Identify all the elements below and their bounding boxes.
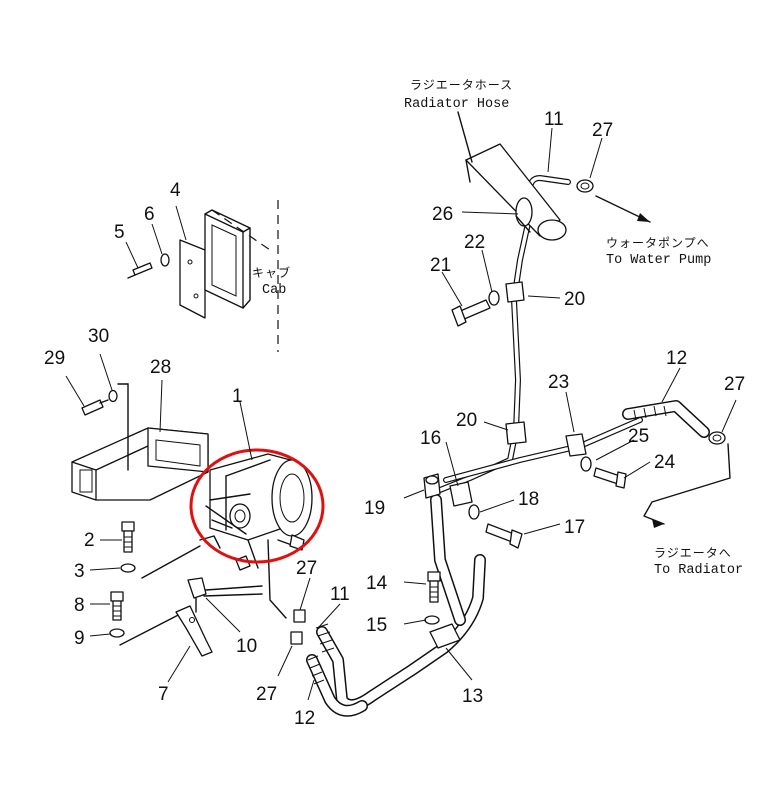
- radiator-return-tube: [443, 400, 710, 483]
- washer-part-25: [580, 456, 592, 472]
- arrow-to-water-pump: [595, 195, 651, 223]
- callout-11-top: 11: [544, 109, 564, 130]
- callout-1: 1: [232, 386, 243, 407]
- cab-label-en: Cab: [262, 283, 286, 298]
- callout-25: 25: [628, 426, 649, 447]
- washer-part-15: [424, 615, 440, 625]
- callout-2: 2: [84, 530, 95, 551]
- arrow-to-radiator: [643, 443, 731, 528]
- clamp-part-13: [429, 623, 461, 649]
- clip-part-27-top: [576, 179, 594, 193]
- grommet-part-19: [423, 473, 441, 499]
- callout-11-bottom: 11: [330, 584, 350, 605]
- water-pump-label-en: To Water Pump: [606, 253, 711, 268]
- bolt-part-8: [110, 591, 124, 621]
- radiator-hose-label-en: Radiator Hose: [404, 97, 509, 112]
- callout-10: 10: [236, 636, 257, 657]
- callout-7: 7: [158, 684, 169, 705]
- washer-part-30: [108, 389, 118, 403]
- bracket-part-7: [175, 605, 213, 657]
- bolt-part-29: [81, 399, 109, 416]
- callout-18: 18: [518, 489, 539, 510]
- washer-part-9: [109, 609, 189, 646]
- callout-6: 6: [144, 204, 155, 225]
- callout-4: 4: [170, 180, 181, 201]
- cab-panel-part-4: [179, 200, 279, 352]
- heater-unit-part-1: [199, 453, 313, 619]
- callout-27-top: 27: [592, 120, 613, 141]
- washer-part-18: [468, 504, 480, 520]
- callout-30: 30: [88, 326, 109, 347]
- callout-12-right: 12: [666, 348, 687, 369]
- callout-17: 17: [564, 517, 585, 538]
- clamp-part-16: [449, 481, 473, 507]
- clamp-part-10: [187, 577, 263, 613]
- radiator-hose-label-jp: ラジエータホース: [410, 78, 513, 92]
- clamp-part-20-mid: [505, 421, 527, 445]
- clamp-part-20-top: [505, 281, 525, 303]
- washer-part-6: [160, 253, 170, 267]
- callout-14: 14: [366, 573, 388, 594]
- callout-26: 26: [432, 204, 453, 225]
- arrow-radiator-hose: [457, 111, 473, 163]
- callout-27-mid: 27: [296, 558, 317, 579]
- callout-8: 8: [74, 595, 85, 616]
- bolt-part-14: [427, 571, 441, 603]
- callout-22: 22: [464, 232, 485, 253]
- clip-part-27-right: [708, 431, 726, 445]
- highlight-circle: [189, 448, 325, 564]
- callout-15: 15: [366, 615, 387, 636]
- callout-3: 3: [74, 561, 85, 582]
- water-pump-label-jp: ウォータポンプへ: [606, 236, 710, 250]
- callout-29: 29: [44, 348, 65, 369]
- callout-5: 5: [114, 222, 125, 243]
- callout-20-mid: 20: [456, 410, 477, 431]
- clip-parts-27-lower: [290, 609, 306, 645]
- callout-13: 13: [462, 686, 483, 707]
- leader-lines: [65, 127, 737, 701]
- bolt-part-21: [451, 299, 491, 327]
- callout-21: 21: [430, 255, 451, 276]
- callout-23: 23: [548, 372, 569, 393]
- callout-24: 24: [654, 452, 676, 473]
- callout-20-top: 20: [564, 289, 585, 310]
- callout-19: 19: [364, 498, 385, 519]
- callout-27-low: 27: [256, 684, 277, 705]
- clamp-part-23: [565, 433, 587, 457]
- bolt-part-17: [485, 523, 523, 549]
- callout-12-bottom: 12: [294, 708, 315, 729]
- radiator-label-en: To Radiator: [654, 563, 743, 578]
- callout-9: 9: [74, 628, 85, 649]
- heater-hoses: [306, 494, 486, 717]
- screw-part-5: [127, 262, 153, 279]
- washer-part-22: [488, 290, 500, 306]
- callout-28: 28: [150, 357, 171, 378]
- bolt-part-24: [593, 467, 627, 489]
- radiator-hose-top: [465, 143, 567, 241]
- duct-part-28: [71, 383, 209, 501]
- cab-label-jp: キャブ: [252, 265, 291, 280]
- callout-16: 16: [420, 428, 441, 449]
- radiator-label-jp: ラジエータへ: [654, 546, 732, 560]
- callout-27-right: 27: [724, 374, 745, 395]
- bolt-part-2: [121, 521, 135, 553]
- washer-part-3: [120, 545, 201, 579]
- clamp-part-26: [515, 197, 533, 233]
